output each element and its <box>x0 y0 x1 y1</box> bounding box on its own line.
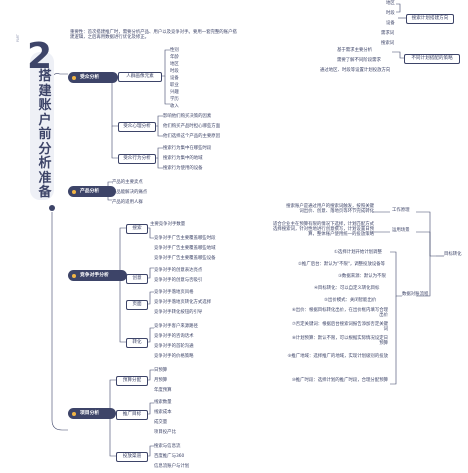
behavior-item: 搜索行为使用的设备 <box>163 166 203 171</box>
project-item: 线索数量 <box>154 400 172 405</box>
goal-step: ③数据来源：默认为不限 <box>338 274 386 279</box>
competitor-item: 竞争对手落地页风格 <box>154 290 194 295</box>
goal-label: 目标转化 <box>444 252 462 257</box>
psychology-item: 影响他们购买决策的因素 <box>163 114 212 119</box>
user-profile-node[interactable]: 人群画像元素 <box>118 72 162 82</box>
goal-branch-text: 适合企业主在预算有限的情况下选择，计划匹配方式选择搜索词，针对性地进行创意撰写，… <box>273 222 374 238</box>
project-item: 线索成本 <box>154 410 172 415</box>
competitor-item: 竞争对手的创意表达亮点 <box>154 268 203 273</box>
bullet-icon <box>72 411 76 416</box>
competitor-item: 竞争对手落地页转化方式选择 <box>154 300 212 305</box>
chapter-number: 2 <box>27 36 53 77</box>
top-right-line: 需要了解不同阶段需求 <box>337 58 381 63</box>
project-item: 搜索与信息流 <box>154 444 181 449</box>
goal-step: ⑥出价：根据目标转化出价，在出价框内填写合理出价 <box>291 308 388 319</box>
competitor-item: 竞争对手广告主要覆盖哪些设备 <box>154 256 216 261</box>
search-plan-direction[interactable]: 搜索计划搭建方向 <box>406 14 454 24</box>
goal-step: ⑤出价模式：关闭智能出价 <box>324 298 377 303</box>
competitor-count: 主要竞争对手数量 <box>150 222 186 227</box>
section-competitor[interactable]: 竞争对手分析 <box>68 270 127 281</box>
project-item: 信息流账户与计划 <box>154 464 190 469</box>
top-right-line: 基于需求主要分析 <box>337 48 373 53</box>
behavior-item: 搜索行为集中在哪些时段 <box>163 146 212 151</box>
project-group-goal[interactable]: 推广目标 <box>116 410 148 420</box>
profile-item: 学历 <box>170 97 179 102</box>
section-product[interactable]: 产品分析 <box>68 186 116 197</box>
bullet-icon <box>72 75 76 80</box>
project-item: 百度推广与360 <box>154 454 185 459</box>
project-group-budget[interactable]: 预算分配 <box>116 376 148 386</box>
project-item: 项目投产比 <box>154 430 176 435</box>
goal-step: ⑩推广时段：选择计划的推广时段，合理分配预算 <box>291 378 388 383</box>
competitor-item: 竞争对手的首轮沟通 <box>154 344 194 349</box>
competitor-item: 竞争对手转化按钮的引导 <box>154 310 203 315</box>
top-right-item: 需求词 <box>381 31 395 36</box>
project-item: 年度预算 <box>154 388 172 393</box>
product-item: 产品的适用人群 <box>112 200 143 205</box>
goal-step: ④目标转化：可以自定义转化目标 <box>314 286 380 291</box>
competitor-group-conversion[interactable]: 转化 <box>126 338 148 348</box>
product-item: 产品能解决的痛点 <box>112 190 148 195</box>
cover-band <box>30 52 54 200</box>
project-group-channel[interactable]: 投放渠道 <box>116 452 148 462</box>
competitor-item: 竞争对手的咨询话术 <box>154 334 194 339</box>
top-right-item: 地区 <box>386 1 395 6</box>
psychology-node[interactable]: 受众心理分析 <box>118 122 156 132</box>
profile-item: 兴趣 <box>170 90 179 95</box>
section-project[interactable]: 项目分析 <box>68 408 116 419</box>
competitor-group-page[interactable]: 页面 <box>126 300 148 310</box>
competitor-group-search[interactable]: 搜索 <box>126 224 148 234</box>
profile-item: 年龄 <box>170 55 179 60</box>
goal-branch-label: 运用场景 <box>392 228 410 233</box>
behavior-item: 搜索行为集中的地域 <box>163 156 203 161</box>
goal-step: ⑧计划预算：默认不限，可以根据实际情况设定日预算 <box>291 336 388 347</box>
psychology-item: 他们选择这个产品的主要原因 <box>163 134 221 139</box>
competitor-item: 竞争对手广告主要覆盖哪些时段 <box>154 236 216 241</box>
behavior-node[interactable]: 受众行为分析 <box>118 154 156 164</box>
top-right-line: 通过地区、时段等设置计划投放方向 <box>320 68 391 73</box>
goal-step: ①选择计划开始计划调整 <box>334 250 382 255</box>
goal-branch-text: 搜索账户是通过用户的搜索词触发，按照关键词出价、创意、落地页等环节完成转化 <box>286 204 374 215</box>
plan-strategy[interactable]: 不同计划搭配的策略 <box>404 54 460 64</box>
profile-item: 地区 <box>170 62 179 67</box>
product-item: 产品的主要卖点 <box>112 180 143 185</box>
section-audience[interactable]: 受众分析 <box>68 72 118 83</box>
goal-step: ⑨推广地域：选择推广的地域，实现计划级别的投放 <box>287 354 388 359</box>
part-label: PART <box>16 34 20 42</box>
psychology-item: 他们购买产品时担心哪些方面 <box>163 124 221 129</box>
profile-item: 收入 <box>170 104 179 109</box>
competitor-item: 竞争对手的价格策略 <box>154 354 194 359</box>
top-right-item: 设备 <box>386 21 395 26</box>
profile-item: 时段 <box>170 69 179 74</box>
project-item: 成交量 <box>154 420 168 425</box>
cover-dot <box>49 205 55 211</box>
profile-item: 性别 <box>170 48 179 53</box>
bullet-icon <box>72 273 76 278</box>
competitor-item: 竞争对手客户来源路径 <box>154 324 198 329</box>
profile-item: 设备 <box>170 76 179 81</box>
profile-item: 职业 <box>170 83 179 88</box>
competitor-item: 竞争对手广告主要覆盖哪些地域 <box>154 246 216 251</box>
bullet-icon <box>72 189 76 194</box>
goal-step: ⑦否定关键词：根据后台搜索词报告添加否定关键词 <box>291 322 388 333</box>
competitor-group-creative[interactable]: 创意 <box>126 274 148 284</box>
goal-step: ②推广后台：默认为"不限"，调整投放设备等 <box>298 262 386 267</box>
project-item: 月预算 <box>154 378 168 383</box>
top-right-item: 搜索词 <box>381 41 395 46</box>
goal-branch-label: 工作原理 <box>392 208 410 213</box>
competitor-item: 竞争对手的创意与否吸引 <box>154 278 203 283</box>
project-item: 日预算 <box>154 368 168 373</box>
intro-note: 重要性：首次搭建推广时，需要分析产品、用户以及竞争对手。要用一套完整的账户搭建逻… <box>70 30 237 41</box>
goal-branch-label: 数据对账流程 <box>402 292 429 297</box>
page-title: 搭建账户前分析准备 <box>38 69 52 200</box>
top-right-item: 时段 <box>386 11 395 16</box>
